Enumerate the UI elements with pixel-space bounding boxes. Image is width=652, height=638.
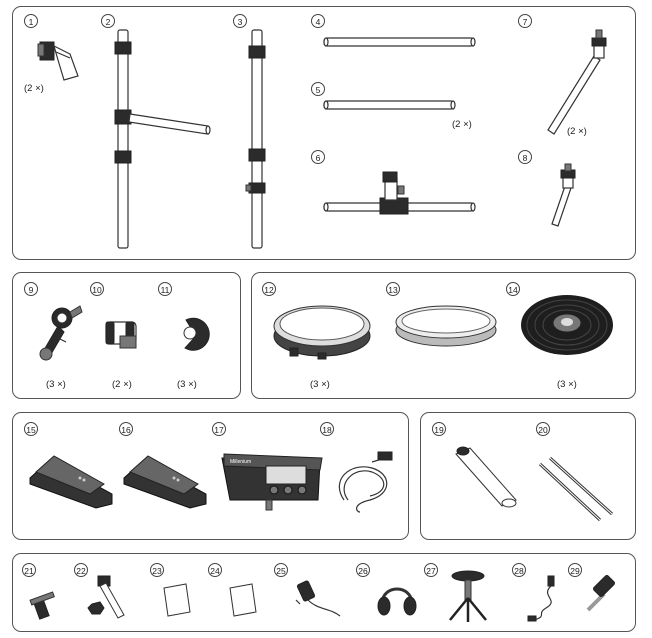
pipe-clamp-icon [105, 321, 137, 349]
quantity-label-11: (3 ×) [177, 379, 197, 390]
crossbar-short-icon [323, 100, 456, 110]
part-number-1: 1 [24, 14, 38, 28]
part-number-29: 29 [568, 563, 582, 577]
power-supply-icon [455, 446, 517, 508]
part-number-8: 8 [518, 150, 532, 164]
cable-clip-icon [183, 317, 210, 351]
cable-harness-icon [338, 451, 393, 513]
drum-key-icon [29, 591, 55, 620]
multi-clamp-icon [39, 305, 83, 361]
rack-pole-with-arm-icon [114, 29, 211, 249]
bolt-and-nut-icon [87, 575, 125, 619]
drumsticks-icon [538, 456, 614, 522]
hihat-controller-icon [123, 455, 207, 509]
part-number-5: 5 [311, 82, 325, 96]
pad-icon [273, 305, 371, 360]
part-number-2: 2 [101, 14, 115, 28]
cymbal-icon [521, 295, 613, 355]
crossbar-with-holder-icon [323, 171, 476, 215]
part-number-4: 4 [311, 14, 325, 28]
drum-throne-icon [449, 570, 487, 622]
part-number-25: 25 [274, 563, 288, 577]
part-number-7: 7 [518, 14, 532, 28]
part-number-19: 19 [432, 422, 446, 436]
snare-pad-icon [395, 305, 497, 347]
part-number-10: 10 [90, 282, 104, 296]
power-adapter-icon [295, 580, 341, 617]
clamp-icon [37, 41, 79, 81]
headphones-icon [377, 587, 417, 616]
part-number-17: 17 [212, 422, 226, 436]
part-number-27: 27 [424, 563, 438, 577]
quantity-label-14: (3 ×) [557, 379, 577, 390]
drum-module-icon: Millenium [221, 453, 323, 511]
rack-pole-icon [245, 29, 266, 249]
part-number-13: 13 [386, 282, 400, 296]
quick-guide-icon [229, 583, 257, 617]
part-number-23: 23 [150, 563, 164, 577]
part-number-26: 26 [356, 563, 370, 577]
part-number-3: 3 [233, 14, 247, 28]
part-number-21: 21 [22, 563, 36, 577]
part-number-22: 22 [74, 563, 88, 577]
module-brand-text: Millenium [230, 459, 251, 465]
kick-pedal-icon [29, 455, 113, 509]
jack-adapter-icon [586, 575, 615, 612]
part-number-6: 6 [311, 150, 325, 164]
quantity-label-12: (3 ×) [310, 379, 330, 390]
tom-holder-icon [551, 163, 576, 227]
quantity-label-5: (2 ×) [452, 119, 472, 130]
quantity-label-7: (2 ×) [567, 126, 587, 137]
part-number-28: 28 [512, 563, 526, 577]
part-number-12: 12 [262, 282, 276, 296]
audio-cable-icon [527, 575, 555, 622]
manual-icon [163, 583, 191, 617]
part-number-24: 24 [208, 563, 222, 577]
cymbal-arm-icon [547, 29, 607, 135]
quantity-label-1: (2 ×) [24, 83, 44, 94]
part-number-20: 20 [536, 422, 550, 436]
quantity-label-10: (2 ×) [112, 379, 132, 390]
part-number-16: 16 [119, 422, 133, 436]
part-number-9: 9 [24, 282, 38, 296]
part-number-18: 18 [320, 422, 334, 436]
quantity-label-9: (3 ×) [46, 379, 66, 390]
part-number-14: 14 [506, 282, 520, 296]
part-number-15: 15 [24, 422, 38, 436]
part-number-11: 11 [158, 282, 172, 296]
crossbar-long-icon [323, 37, 476, 47]
